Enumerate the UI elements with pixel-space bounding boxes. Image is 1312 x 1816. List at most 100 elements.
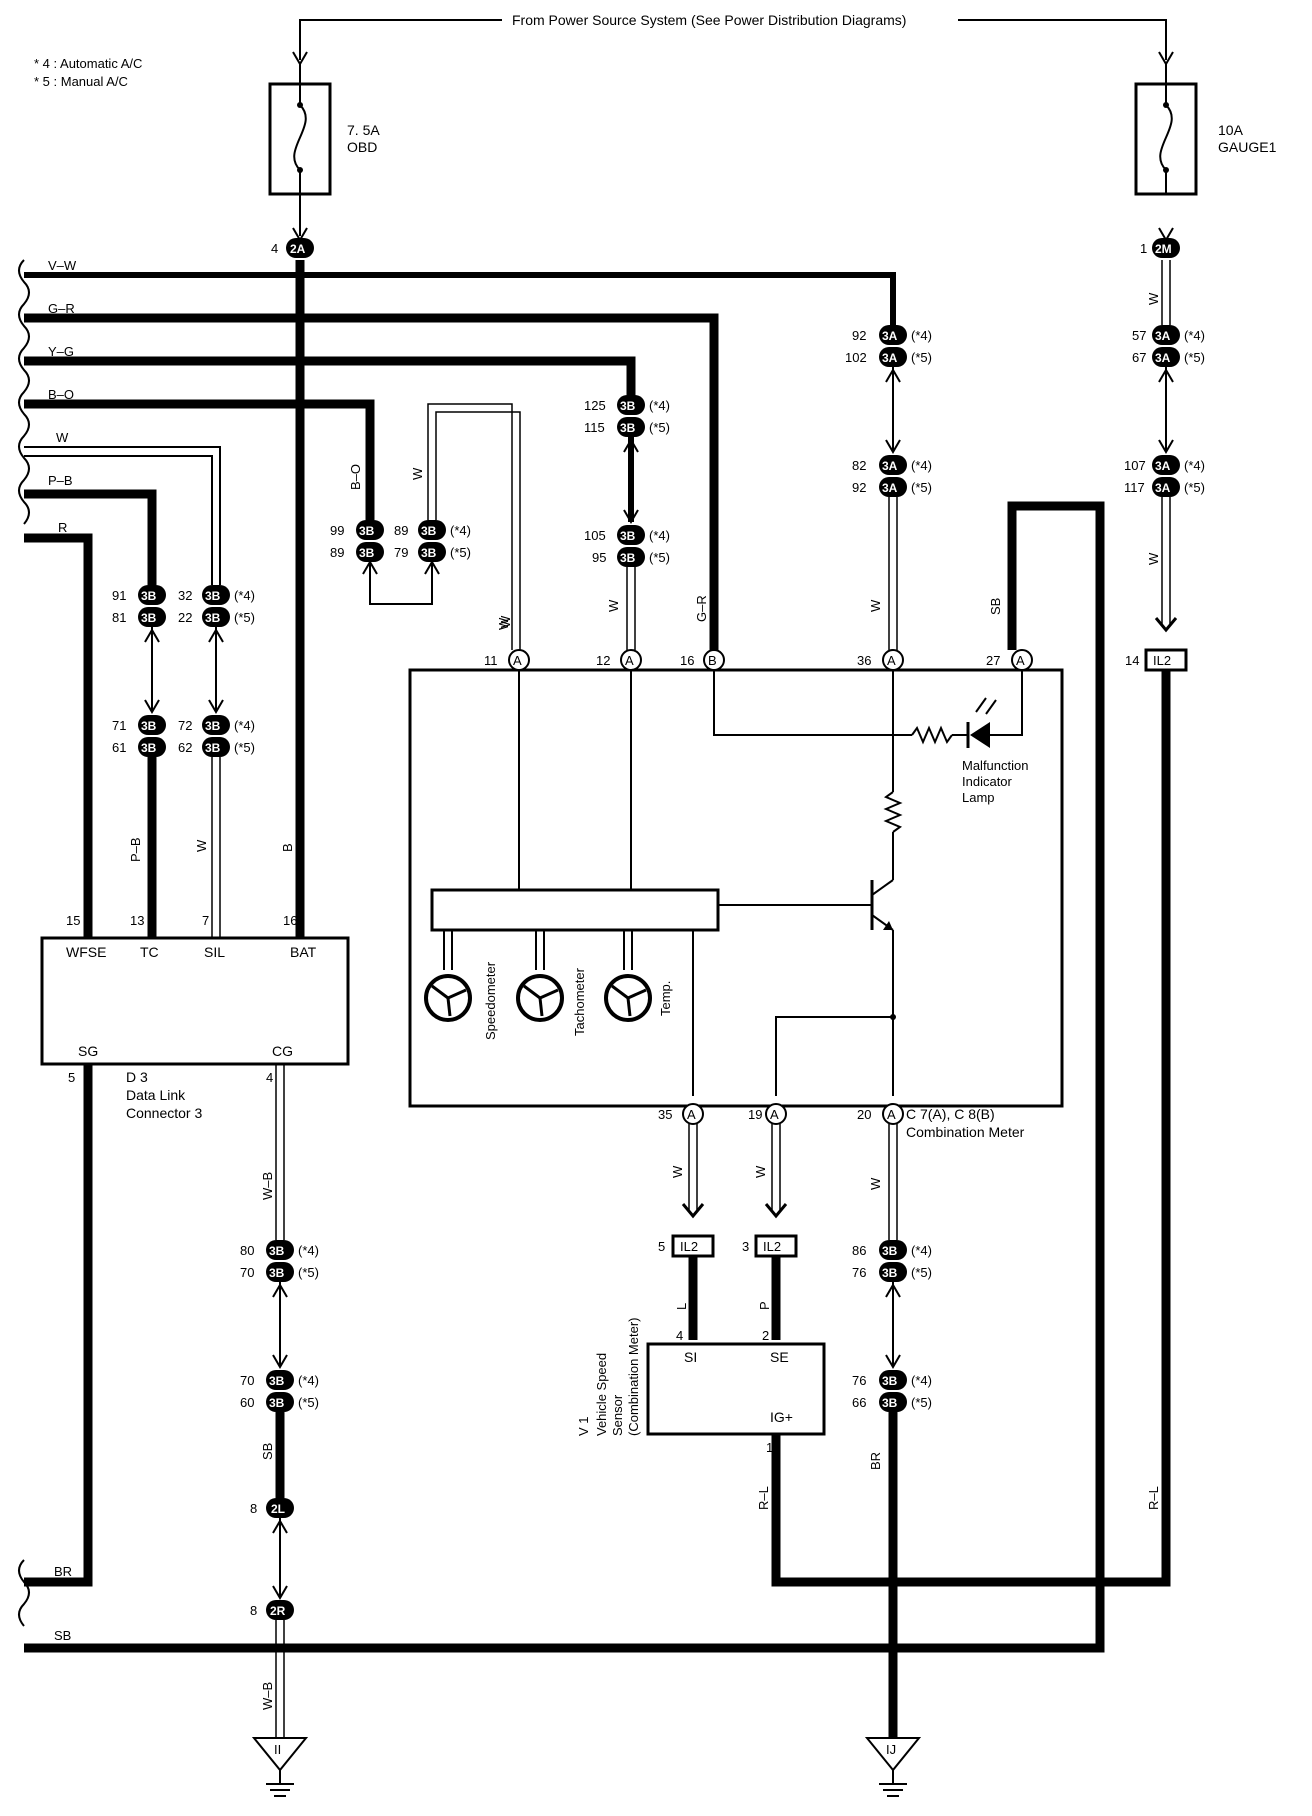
- fuse-gauge1-amp: 10A: [1218, 122, 1244, 138]
- svg-text:61: 61: [112, 740, 126, 755]
- svg-text:99: 99: [330, 523, 344, 538]
- bundle-wires: [24, 272, 896, 938]
- svg-text:(*4): (*4): [649, 398, 670, 413]
- dlc-id: D 3: [126, 1069, 148, 1085]
- svg-text:4: 4: [266, 1070, 273, 1085]
- svg-text:3A: 3A: [1155, 351, 1171, 365]
- svg-text:IL2: IL2: [680, 1239, 698, 1254]
- svg-text:3B: 3B: [269, 1244, 285, 1258]
- svg-text:16: 16: [283, 913, 297, 928]
- svg-text:8: 8: [250, 1501, 257, 1516]
- svg-text:3B: 3B: [141, 719, 157, 733]
- svg-text:115: 115: [584, 420, 605, 435]
- svg-text:W: W: [410, 467, 425, 480]
- svg-text:W–B: W–B: [260, 1172, 275, 1200]
- svg-text:W: W: [753, 1165, 768, 1178]
- svg-text:3B: 3B: [205, 611, 221, 625]
- svg-text:(*5): (*5): [298, 1395, 319, 1410]
- svg-text:89: 89: [330, 545, 344, 560]
- svg-text:3B: 3B: [269, 1266, 285, 1280]
- svg-text:IL2: IL2: [763, 1239, 781, 1254]
- svg-text:107: 107: [1124, 458, 1146, 473]
- svg-text:82: 82: [852, 458, 866, 473]
- fuse-obd: 7. 5A OBD: [268, 64, 380, 196]
- svg-text:71: 71: [112, 718, 126, 733]
- svg-text:3B: 3B: [882, 1396, 898, 1410]
- svg-text:SB: SB: [260, 1443, 275, 1460]
- wire-label-v-w: V–W: [48, 258, 77, 273]
- mil-label-2: Indicator: [962, 774, 1013, 789]
- svg-text:W: W: [1146, 292, 1161, 305]
- dlc-terminal-tc: TC: [140, 944, 159, 960]
- svg-text:A: A: [687, 1107, 696, 1122]
- tachometer-gauge: Tachometer: [516, 930, 587, 1036]
- svg-text:W: W: [194, 839, 209, 852]
- svg-text:W: W: [670, 1165, 685, 1178]
- svg-text:2A: 2A: [290, 242, 306, 256]
- svg-text:3B: 3B: [620, 551, 636, 565]
- dlc-terminal-sg: SG: [78, 1043, 98, 1059]
- pin11-wire: W: [498, 615, 513, 628]
- svg-text:3B: 3B: [359, 524, 375, 538]
- fuse-gauge1-name: GAUGE1: [1218, 139, 1277, 155]
- svg-text:(*4): (*4): [649, 528, 670, 543]
- wire-label-b-o: B–O: [48, 387, 74, 402]
- svg-text:(*4): (*4): [911, 458, 932, 473]
- svg-text:(*5): (*5): [1184, 480, 1205, 495]
- svg-text:105: 105: [584, 528, 606, 543]
- svg-text:22: 22: [178, 610, 192, 625]
- svg-text:(*5): (*5): [298, 1265, 319, 1280]
- svg-text:70: 70: [240, 1265, 254, 1280]
- svg-text:(*5): (*5): [450, 545, 471, 560]
- svg-text:1: 1: [1140, 241, 1147, 256]
- svg-text:3B: 3B: [421, 546, 437, 560]
- power-source-label: From Power Source System (See Power Dist…: [512, 12, 906, 28]
- svg-text:B–O: B–O: [348, 464, 363, 490]
- svg-text:BR: BR: [54, 1564, 72, 1579]
- svg-text:5: 5: [68, 1070, 75, 1085]
- svg-text:3B: 3B: [421, 524, 437, 538]
- svg-text:2M: 2M: [1155, 242, 1172, 256]
- svg-text:(*4): (*4): [450, 523, 471, 538]
- wire-label-y-g: Y–G: [48, 344, 74, 359]
- svg-text:(*4): (*4): [1184, 328, 1205, 343]
- svg-text:A: A: [513, 653, 522, 668]
- svg-text:W: W: [868, 1177, 883, 1190]
- svg-text:3A: 3A: [882, 459, 898, 473]
- v-w-circuit: 3A 3A 92 102 (*4) (*5) 3A 3A 82 92 (*4) …: [845, 325, 932, 650]
- wire-bundle-edge: [18, 259, 30, 1627]
- svg-text:76: 76: [852, 1373, 866, 1388]
- svg-text:117: 117: [1124, 480, 1145, 495]
- svg-text:Tachometer: Tachometer: [572, 967, 587, 1036]
- power-source-header: From Power Source System (See Power Dist…: [292, 12, 1174, 66]
- svg-text:3: 3: [742, 1239, 749, 1254]
- svg-text:7: 7: [202, 913, 209, 928]
- svg-text:3A: 3A: [1155, 481, 1171, 495]
- svg-text:(*5): (*5): [234, 610, 255, 625]
- svg-text:3A: 3A: [882, 329, 898, 343]
- gauge1-feed: 2M 1 W 3A 3A 57 67 (*4) (*5) 3A 3A 107 1…: [1124, 227, 1205, 1560]
- svg-text:SB: SB: [988, 598, 1003, 615]
- svg-text:76: 76: [852, 1265, 866, 1280]
- svg-text:62: 62: [178, 740, 192, 755]
- dlc-terminal-bat: BAT: [290, 944, 317, 960]
- svg-text:P: P: [757, 1301, 772, 1310]
- svg-text:W–B: W–B: [260, 1682, 275, 1710]
- svg-text:70: 70: [240, 1373, 254, 1388]
- svg-text:67: 67: [1132, 350, 1146, 365]
- connector-2A-pin4: 2A 4: [271, 238, 314, 258]
- svg-text:A: A: [887, 1107, 896, 1122]
- svg-text:3B: 3B: [359, 546, 375, 560]
- svg-text:(*5): (*5): [649, 550, 670, 565]
- svg-text:Temp.: Temp.: [658, 981, 673, 1016]
- note-manual-ac: * 5 : Manual A/C: [34, 74, 128, 89]
- dlc-terminal-wfse: WFSE: [66, 944, 106, 960]
- dlc-ground-circuits: BR W–B 3B 3B 80 70 (*4) (*5) 3B 3B 70 60…: [24, 1064, 319, 1738]
- mil-label-3: Lamp: [962, 790, 995, 805]
- vss-id: V 1: [576, 1416, 591, 1436]
- svg-text:W: W: [496, 617, 511, 630]
- svg-text:79: 79: [394, 545, 408, 560]
- svg-text:(*5): (*5): [649, 420, 670, 435]
- svg-text:IJ: IJ: [886, 1742, 896, 1757]
